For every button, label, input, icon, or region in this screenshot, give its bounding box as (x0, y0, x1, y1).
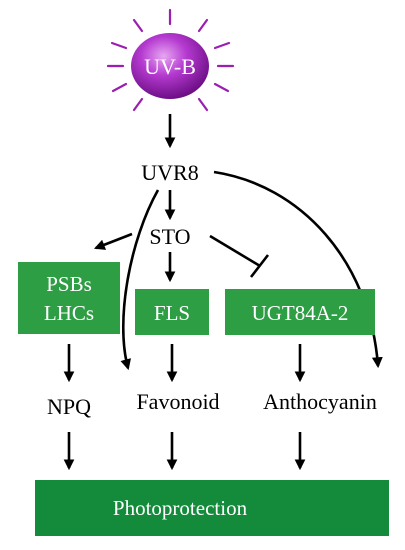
sun-disc (131, 33, 209, 99)
photoprotection-box (35, 480, 389, 536)
node-anthocyanin: Anthocyanin (263, 389, 377, 414)
photoprotection-label: Photoprotection (113, 496, 248, 520)
fls-box (135, 289, 209, 335)
sun-rays (106, 8, 235, 112)
node-uvr8: UVR8 (141, 160, 198, 185)
edge-uvr8-anthocyanin (213, 170, 383, 369)
lhcs-label: LHCs (44, 301, 94, 325)
ugt-box (225, 289, 375, 335)
node-npq: NPQ (47, 394, 91, 419)
edge-uvr8-flavonoid (120, 189, 160, 371)
uvb-sun: UV-B (106, 8, 235, 112)
node-flavonoid: Favonoid (136, 389, 219, 414)
fls-label: FLS (154, 301, 190, 325)
edge-sto-ugt-inhibition (209, 234, 270, 278)
uvb-label: UV-B (144, 54, 196, 79)
node-psbs-lhcs: PSBs LHCs (18, 262, 120, 334)
edge-sto-psbs (93, 232, 133, 250)
node-ugt84a2: UGT84A-2 (225, 289, 375, 335)
psbs-box (18, 262, 120, 334)
ugt-label: UGT84A-2 (252, 301, 349, 325)
psbs-label: PSBs (46, 272, 92, 296)
node-sto: STO (149, 224, 190, 249)
node-photoprotection: Photoprotection (35, 480, 389, 536)
node-fls: FLS (135, 289, 209, 335)
